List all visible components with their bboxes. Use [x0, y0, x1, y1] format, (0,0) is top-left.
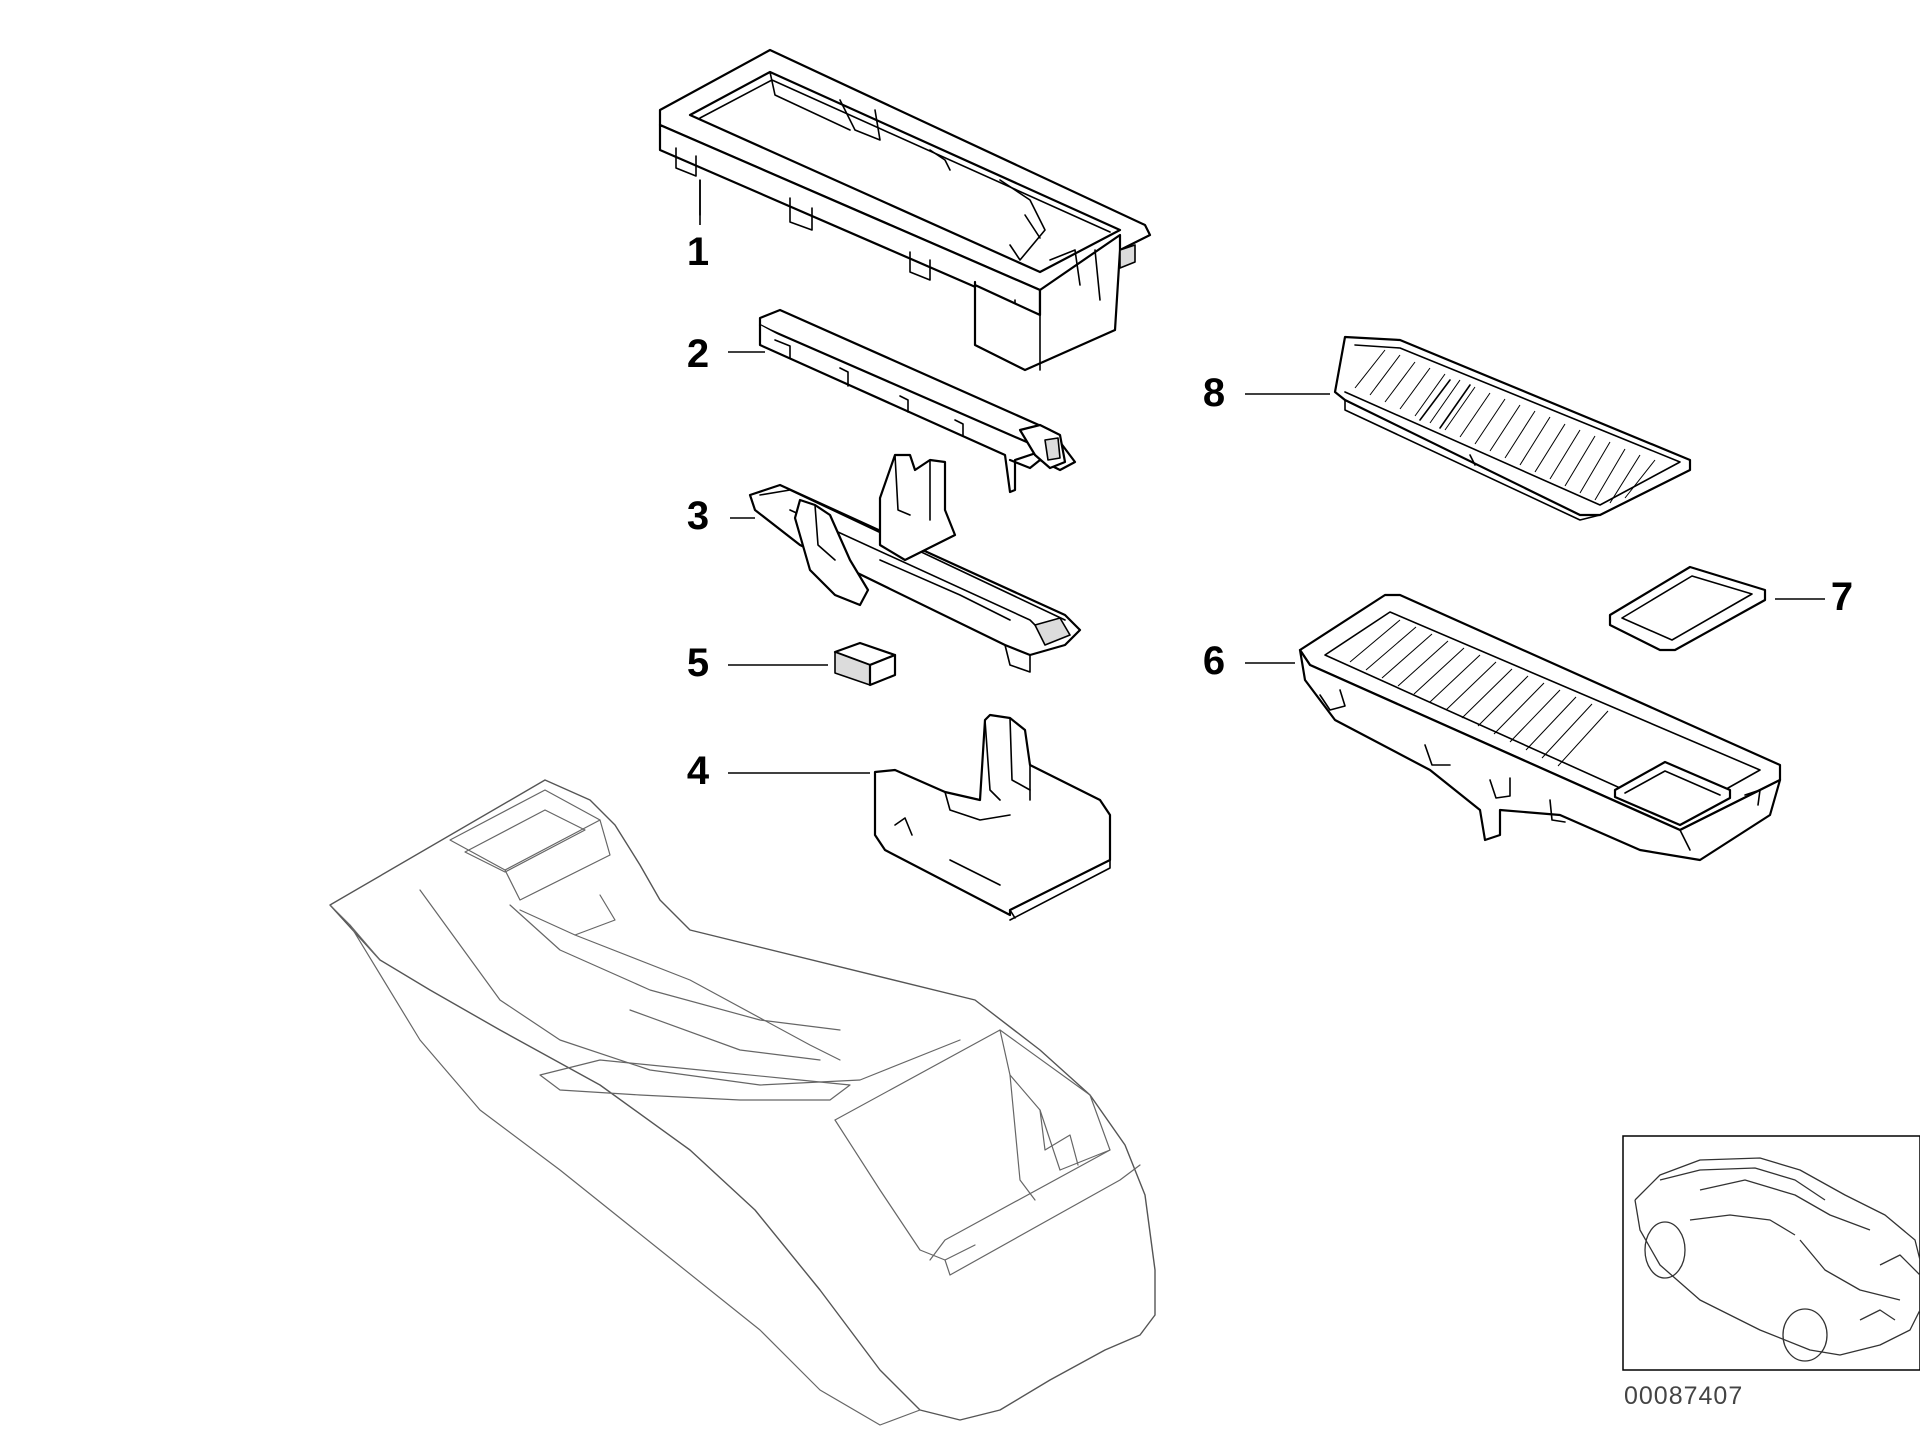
- callout-1: 1: [687, 230, 709, 274]
- part-7-small-tray: [1608, 565, 1767, 652]
- center-console: [329, 779, 1156, 1426]
- callout-3: 3: [687, 494, 709, 538]
- part-4-holder: [873, 713, 1112, 921]
- callout-2: 2: [687, 332, 709, 376]
- callout-labels: 1 2 3 5 4 8 6 7: [687, 230, 1853, 793]
- part-2-trim-strip: [758, 308, 1077, 494]
- callout-8: 8: [1203, 371, 1225, 415]
- callout-7: 7: [1831, 575, 1853, 619]
- callout-5: 5: [687, 641, 709, 685]
- reference-number: 00087407: [1624, 1382, 1743, 1410]
- part-8-roller-cover: [1333, 335, 1692, 521]
- part-6-tray-housing: [1298, 593, 1782, 862]
- car-silhouette-icon: [1634, 1157, 1920, 1362]
- housing-slats: [1349, 619, 1609, 767]
- callout-4: 4: [687, 749, 710, 793]
- vehicle-locator-inset: [1622, 1135, 1920, 1371]
- roller-slats: [1354, 349, 1656, 504]
- part-1-storage-tray: [658, 48, 1152, 372]
- callout-6: 6: [1203, 639, 1225, 683]
- leader-lines: [699, 180, 1825, 774]
- part-5-pad: [833, 641, 897, 687]
- part-3-bracket: [748, 453, 1082, 673]
